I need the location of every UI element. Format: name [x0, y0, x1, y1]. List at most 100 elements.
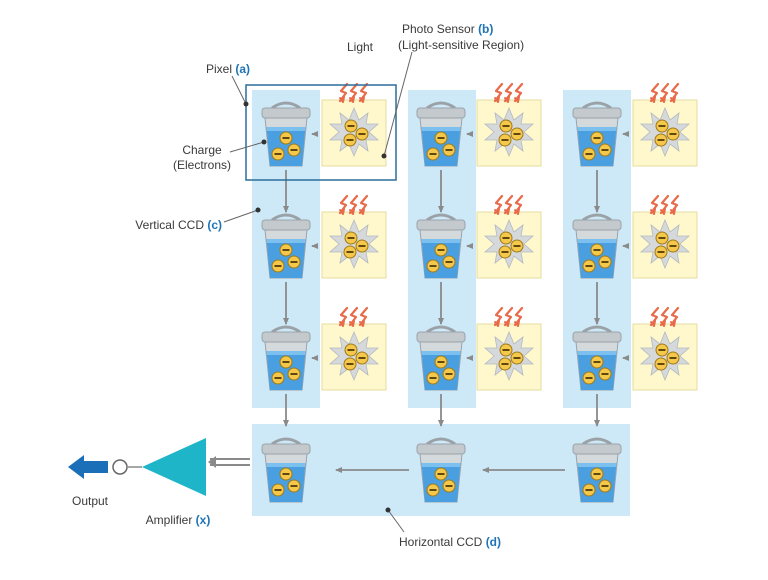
electron-icon	[510, 351, 524, 365]
light-label: Light	[346, 40, 374, 54]
electron-icon	[426, 483, 440, 497]
photo-sensor-cell	[321, 82, 387, 167]
electron-icon	[655, 119, 669, 133]
amplifier-tag: (x)	[195, 513, 211, 527]
light-rays-icon	[493, 194, 524, 216]
electron-icon	[279, 243, 293, 257]
electron-icon	[498, 133, 512, 147]
electron-icon	[582, 371, 596, 385]
horizontal-ccd-bucket	[260, 437, 312, 504]
charge-leader	[229, 141, 265, 153]
electron-icon	[271, 371, 285, 385]
horizontal-ccd-bucket	[415, 437, 467, 504]
electron-icon	[343, 133, 357, 147]
photo-sensor-cell	[632, 306, 698, 391]
horizontal-ccd-bucket	[571, 437, 623, 504]
electron-icon	[343, 245, 357, 259]
electron-icon	[434, 243, 448, 257]
light-rays-icon	[338, 194, 369, 216]
horizontal-ccd-leader	[387, 509, 405, 533]
vertical-ccd-bucket	[571, 213, 623, 280]
photo-sensor-cell	[476, 306, 542, 391]
light-rays-icon	[493, 306, 524, 328]
light-rays-icon	[338, 82, 369, 104]
vertical-ccd-leader	[223, 209, 259, 223]
pixel-label: Pixel (a)	[170, 62, 250, 77]
photo-sensors	[321, 82, 698, 391]
electron-icon	[442, 255, 456, 269]
electron-icon	[655, 231, 669, 245]
light-rays-icon	[493, 82, 524, 104]
vertical-ccd-bucket	[260, 101, 312, 168]
photo-sensor-leader	[383, 51, 413, 157]
amplifier-output	[68, 438, 250, 496]
vertical-ccd-label-text: Vertical CCD	[135, 218, 204, 232]
electron-icon	[426, 259, 440, 273]
electron-icon	[510, 239, 524, 253]
photo-sensor-sublabel: (Light-sensitive Region)	[398, 38, 525, 52]
photo-sensor-label-text: Photo Sensor	[402, 22, 475, 36]
vertical-ccd-bucket	[260, 213, 312, 280]
electron-icon	[590, 131, 604, 145]
electron-icon	[666, 351, 680, 365]
electron-icon	[343, 357, 357, 371]
pixel-leader	[231, 75, 247, 105]
electron-icon	[582, 483, 596, 497]
electron-icon	[510, 127, 524, 141]
electron-icon	[598, 479, 612, 493]
electron-icon	[582, 147, 596, 161]
photo-sensor-tag: (b)	[478, 22, 494, 36]
output-label: Output	[71, 494, 109, 508]
electron-icon	[287, 367, 301, 381]
amplifier-label-text: Amplifier	[145, 513, 193, 527]
vertical-ccd-bucket	[415, 101, 467, 168]
pixel-frame	[245, 84, 397, 181]
light-rays-icon	[649, 82, 680, 104]
photo-sensor-cell	[632, 82, 698, 167]
electron-icon	[434, 131, 448, 145]
electron-icon	[287, 255, 301, 269]
electron-icon	[344, 231, 358, 245]
electron-icon	[426, 371, 440, 385]
electron-icon	[442, 479, 456, 493]
vertical-ccd-bucket	[260, 325, 312, 392]
photo-sensor-label: Photo Sensor (b)	[402, 22, 493, 37]
electron-icon	[355, 239, 369, 253]
electron-icon	[499, 343, 513, 357]
vertical-ccd-bucket	[415, 325, 467, 392]
electron-icon	[287, 143, 301, 157]
photo-sensor-cell	[476, 82, 542, 167]
horizontal-ccd-tag: (d)	[485, 535, 502, 549]
photo-sensor-cell	[321, 306, 387, 391]
charge-leader-dot	[261, 139, 267, 145]
electron-icon	[499, 231, 513, 245]
electron-icon	[666, 239, 680, 253]
electron-icon	[590, 355, 604, 369]
charge-sublabel: (Electrons)	[172, 158, 231, 172]
electron-icon	[654, 357, 668, 371]
electron-icon	[271, 147, 285, 161]
horizontal-ccd-label-text: Horizontal CCD	[398, 535, 483, 549]
vertical-ccd-leader-dot	[255, 207, 261, 213]
photo-sensor-cell	[321, 194, 387, 279]
output-node-icon	[112, 459, 128, 475]
electron-icon	[498, 245, 512, 259]
electron-icon	[426, 147, 440, 161]
photo-sensor-leader-dot	[381, 153, 387, 159]
output-arrow-icon	[68, 455, 108, 479]
vertical-ccd-tag: (c)	[207, 218, 222, 232]
electron-icon	[271, 483, 285, 497]
vertical-ccd-bucket	[415, 213, 467, 280]
electron-icon	[442, 143, 456, 157]
electron-icon	[590, 467, 604, 481]
electron-icon	[279, 467, 293, 481]
light-rays-icon	[338, 306, 369, 328]
vertical-ccd-bucket	[571, 325, 623, 392]
electron-icon	[355, 351, 369, 365]
photo-sensor-cell	[632, 194, 698, 279]
electron-icon	[279, 131, 293, 145]
pixel-tag: (a)	[235, 62, 250, 76]
triangle-amplifier-icon	[142, 438, 206, 496]
electron-icon	[442, 367, 456, 381]
